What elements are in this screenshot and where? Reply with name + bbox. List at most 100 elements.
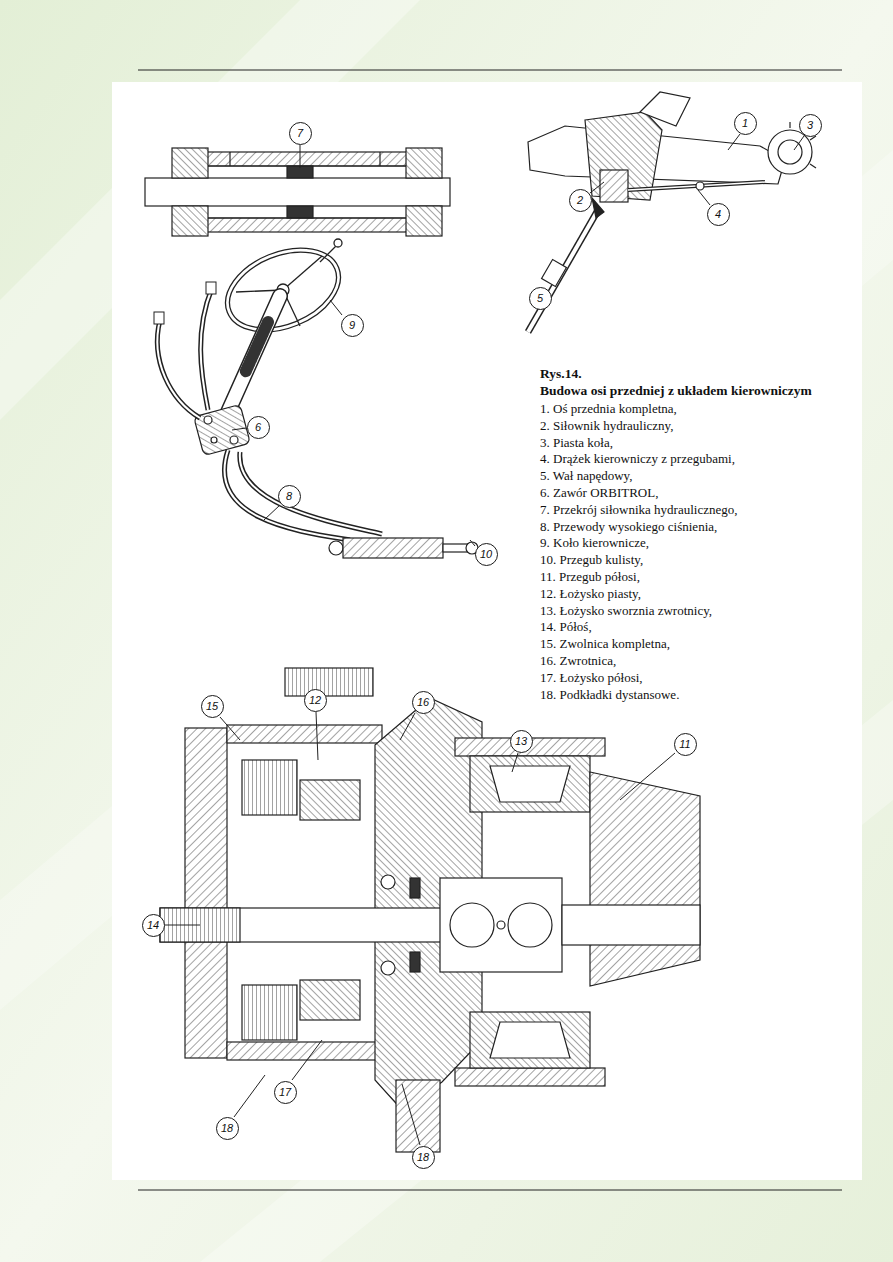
hydraulic-hose — [206, 282, 216, 294]
leader-line — [402, 1084, 420, 1145]
parts-list-item: 15. Zwolnica kompletna, — [540, 636, 670, 652]
callout-number: 2 — [577, 194, 583, 206]
front-axle — [528, 210, 598, 332]
callout-number: 3 — [807, 119, 813, 131]
parts-list-item: 17. Łożysko półosi, — [540, 670, 643, 686]
leader-line — [470, 540, 475, 546]
callout-circle: 11 — [674, 733, 697, 756]
wheel-reduction-section — [470, 1012, 590, 1068]
leader-line — [794, 136, 804, 150]
callout-number: 12 — [309, 694, 321, 706]
callout-number: 18 — [417, 1151, 429, 1163]
callout-circle: 12 — [304, 689, 327, 712]
callout-circle: 1 — [734, 112, 757, 135]
parts-list-item: 5. Wał napędowy, — [540, 468, 632, 484]
front-axle — [528, 210, 598, 332]
front-axle — [628, 182, 765, 190]
parts-list-item: 8. Przewody wysokiego ciśnienia, — [540, 519, 717, 535]
callout-number: 14 — [147, 919, 159, 931]
wheel-reduction-section — [490, 766, 570, 802]
callout-number: 7 — [297, 127, 303, 139]
callout-circle: 18 — [412, 1146, 435, 1169]
leader-line — [165, 134, 804, 1145]
front-axle — [542, 259, 567, 286]
front-axle — [600, 170, 628, 202]
front-axle — [789, 122, 790, 128]
callout-circle: 8 — [278, 485, 301, 508]
steering-column — [245, 322, 268, 373]
callout-number: 6 — [255, 421, 261, 433]
leader-line — [232, 428, 246, 430]
steering-column — [228, 296, 280, 412]
parts-list-item: 18. Podkładki dystansowe. — [540, 687, 679, 703]
hydraulic-hose — [157, 320, 200, 418]
wheel-reduction-section — [410, 878, 420, 898]
leader-line — [512, 753, 518, 772]
cylinder-section — [406, 148, 442, 178]
wheel-reduction-section — [242, 985, 297, 1040]
orbitrol-valve — [204, 416, 212, 424]
hydraulic-hose — [240, 452, 382, 534]
front-axle — [592, 198, 604, 218]
callout-circle: 5 — [529, 287, 552, 310]
callout-circle: 4 — [707, 203, 730, 226]
wheel-reduction-section — [590, 772, 700, 986]
leader-line — [728, 134, 740, 150]
wheel-reduction-section — [470, 756, 590, 812]
leader-line — [220, 717, 240, 740]
callout-circle: 9 — [341, 314, 364, 337]
wheel-reduction-section — [410, 952, 420, 972]
cylinder-section — [200, 152, 415, 166]
callout-circle: 6 — [247, 416, 270, 439]
callout-circle: 16 — [412, 691, 435, 714]
front-axle — [810, 136, 816, 140]
callout-circle: 17 — [274, 1081, 297, 1104]
hydraulic-hose — [154, 312, 164, 324]
leader-line — [292, 1040, 322, 1080]
wheel-reduction-section — [508, 903, 552, 947]
leader-line — [300, 145, 301, 168]
callout-number: 16 — [417, 696, 429, 708]
wheel-reduction-section — [160, 908, 240, 942]
callout-circle: 13 — [510, 730, 533, 753]
cylinder-section — [145, 178, 450, 206]
cylinder-section — [229, 152, 230, 166]
wheel-reduction-section — [381, 875, 395, 889]
hydraulic-hose — [240, 452, 382, 534]
parts-list-item: 14. Półoś, — [540, 619, 592, 635]
wheel-reduction-section — [227, 725, 382, 743]
callout-circle: 10 — [475, 543, 498, 566]
wheel-reduction-section — [285, 668, 373, 696]
cylinder-section — [200, 218, 415, 232]
orbitrol-valve — [194, 404, 251, 455]
steering-wheel — [320, 246, 336, 262]
parts-list-item: 13. Łożysko sworznia zwrotnicy, — [540, 603, 712, 619]
callout-number: 8 — [286, 490, 292, 502]
orbitrol-valve — [194, 404, 251, 455]
front-axle — [768, 130, 812, 174]
parts-list-item: 11. Przegub półosi, — [540, 569, 640, 585]
leader-line — [316, 712, 318, 760]
parts-list-item: 2. Siłownik hydrauliczny, — [540, 418, 673, 434]
callout-number: 1 — [742, 117, 748, 129]
cylinder-section — [208, 217, 406, 218]
callout-circle: 14 — [142, 914, 165, 937]
hydraulic-hose — [224, 450, 350, 540]
callout-number: 18 — [221, 1122, 233, 1134]
wheel-reduction-section — [227, 1042, 382, 1060]
callout-circle: 7 — [289, 122, 312, 145]
wheel-reduction-section — [160, 668, 700, 1152]
callout-circle: 18 — [216, 1117, 239, 1140]
paper-sheet — [112, 82, 862, 1180]
callout-number: 4 — [715, 208, 721, 220]
callout-number: 11 — [679, 738, 690, 750]
leader-line — [620, 753, 675, 800]
steering-wheel — [283, 256, 322, 290]
hydraulic-hose — [224, 450, 350, 540]
callout-number: 10 — [480, 548, 492, 560]
callout-circle: 15 — [201, 695, 224, 718]
cylinder-section — [172, 148, 208, 178]
front-axle — [628, 182, 765, 190]
